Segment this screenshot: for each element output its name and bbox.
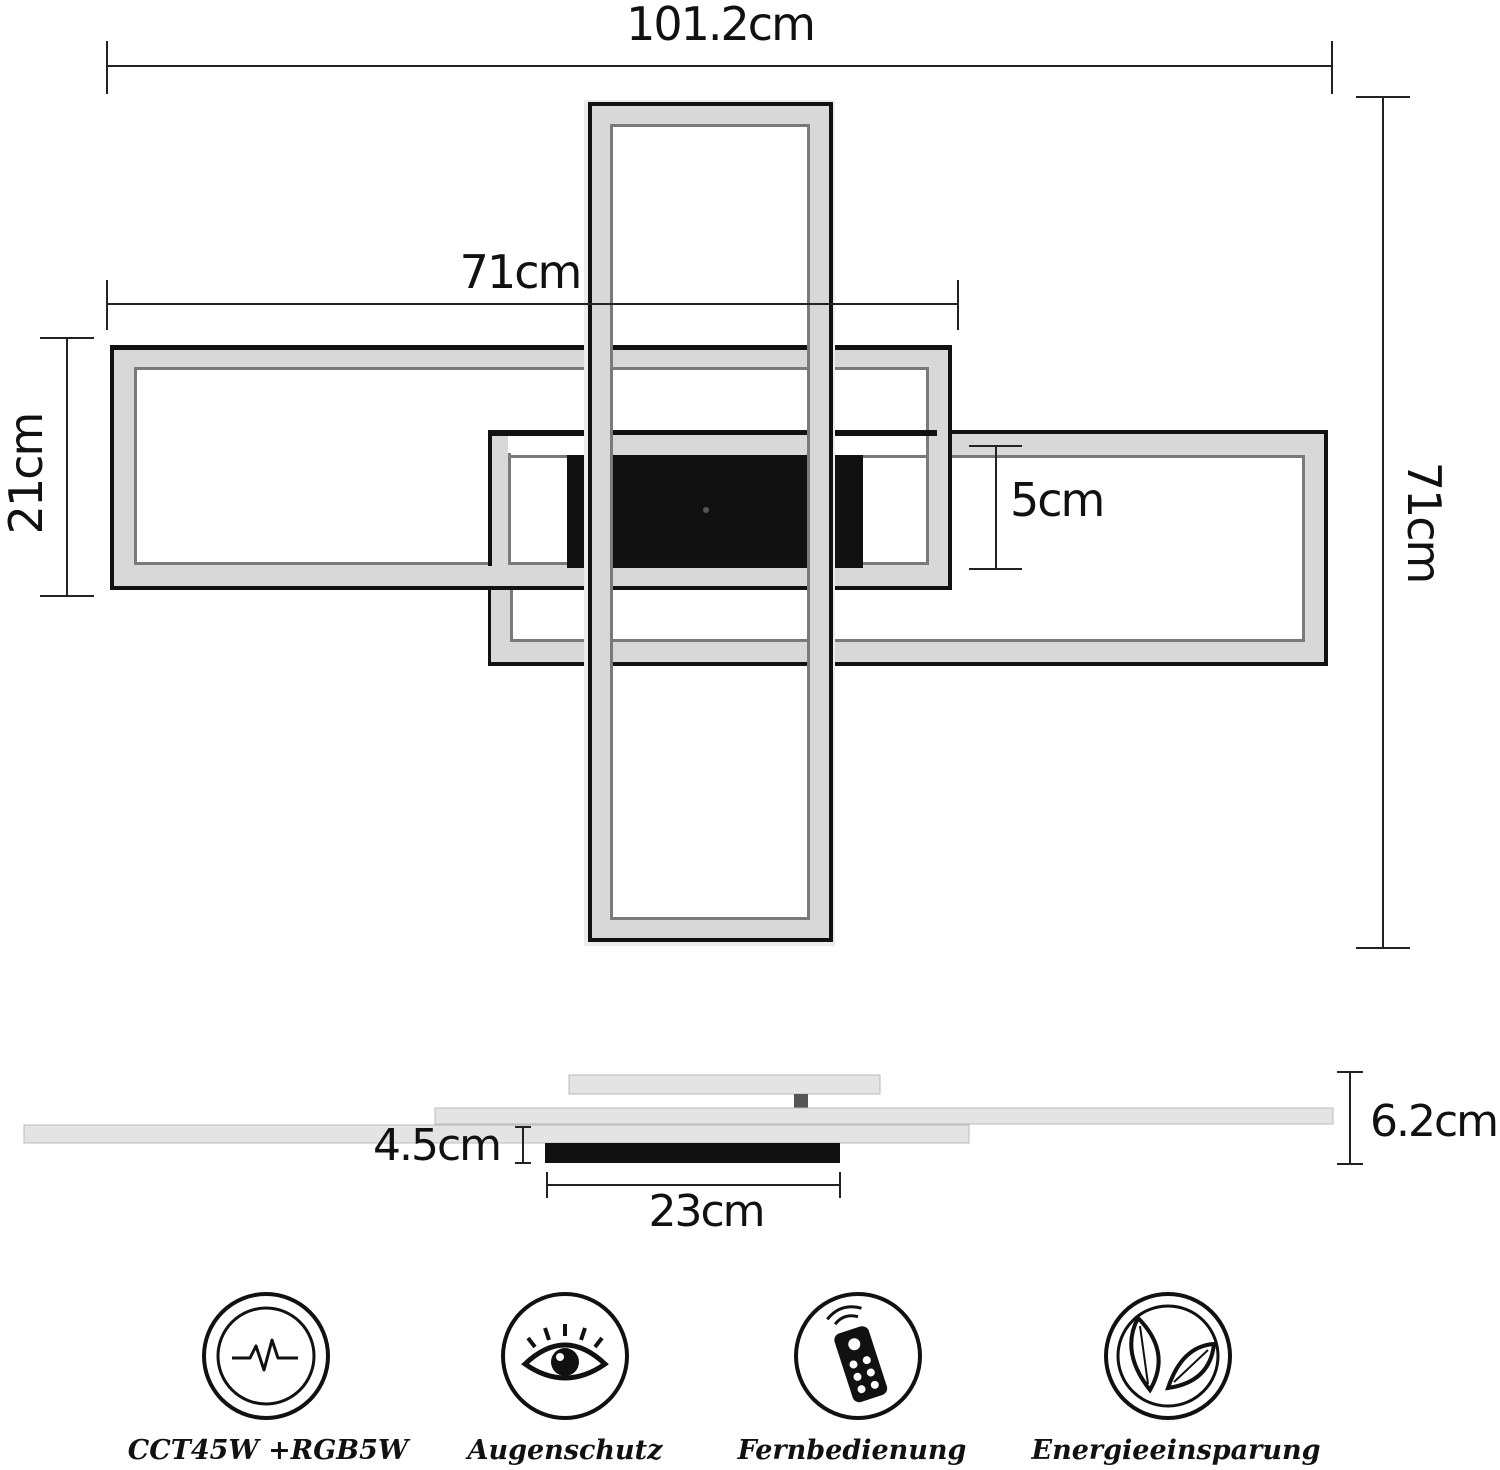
side-canopy <box>545 1143 840 1163</box>
label-overall-height: 71cm <box>1397 462 1451 583</box>
feature-eye: Augenschutz <box>465 1292 664 1466</box>
label-frame-length: 71cm <box>460 245 581 299</box>
label-canopy-width: 5cm <box>1010 473 1103 527</box>
label-frame-width: 21cm <box>0 414 53 535</box>
dimension-frame-width <box>40 337 94 597</box>
feature-label-power: CCT45W +RGB5W <box>128 1435 411 1466</box>
dimension-canopy-width <box>969 445 1022 570</box>
leaves-icon <box>1104 1292 1232 1420</box>
feature-energy: Energieeinsparung <box>1031 1292 1321 1466</box>
dimension-overall-height <box>1356 96 1410 949</box>
remote-control-icon <box>794 1292 922 1420</box>
feature-row: CCT45W +RGB5W Augenschutz <box>128 1292 1321 1466</box>
label-total-depth: 6.2cm <box>1370 1096 1497 1147</box>
top-view: 101.2cm 71cm 21cm <box>0 0 1451 949</box>
power-wave-icon <box>202 1292 330 1420</box>
feature-power: CCT45W +RGB5W <box>128 1292 411 1466</box>
frame-vertical <box>584 100 835 946</box>
dimension-frame-length <box>106 280 959 330</box>
side-bar-middle <box>434 1107 1334 1125</box>
side-bar-bottom <box>23 1124 970 1144</box>
dimension-total-depth <box>1337 1071 1363 1165</box>
side-connector <box>794 1094 808 1108</box>
label-canopy-length: 23cm <box>648 1186 763 1237</box>
label-overall-width: 101.2cm <box>626 0 814 51</box>
dimension-canopy-height <box>515 1126 531 1164</box>
dimension-canopy-length <box>546 1172 841 1198</box>
feature-label-remote: Fernbedienung <box>737 1435 967 1466</box>
feature-label-eye: Augenschutz <box>465 1435 664 1466</box>
side-view: 6.2cm 4.5cm 23cm <box>23 1071 1499 1237</box>
label-canopy-height: 4.5cm <box>373 1120 500 1171</box>
eye-protection-icon <box>501 1292 629 1420</box>
side-bar-top <box>568 1074 881 1095</box>
feature-label-energy: Energieeinsparung <box>1031 1435 1321 1466</box>
dimension-overall-width <box>106 41 1333 94</box>
feature-remote: Fernbedienung <box>737 1292 967 1466</box>
